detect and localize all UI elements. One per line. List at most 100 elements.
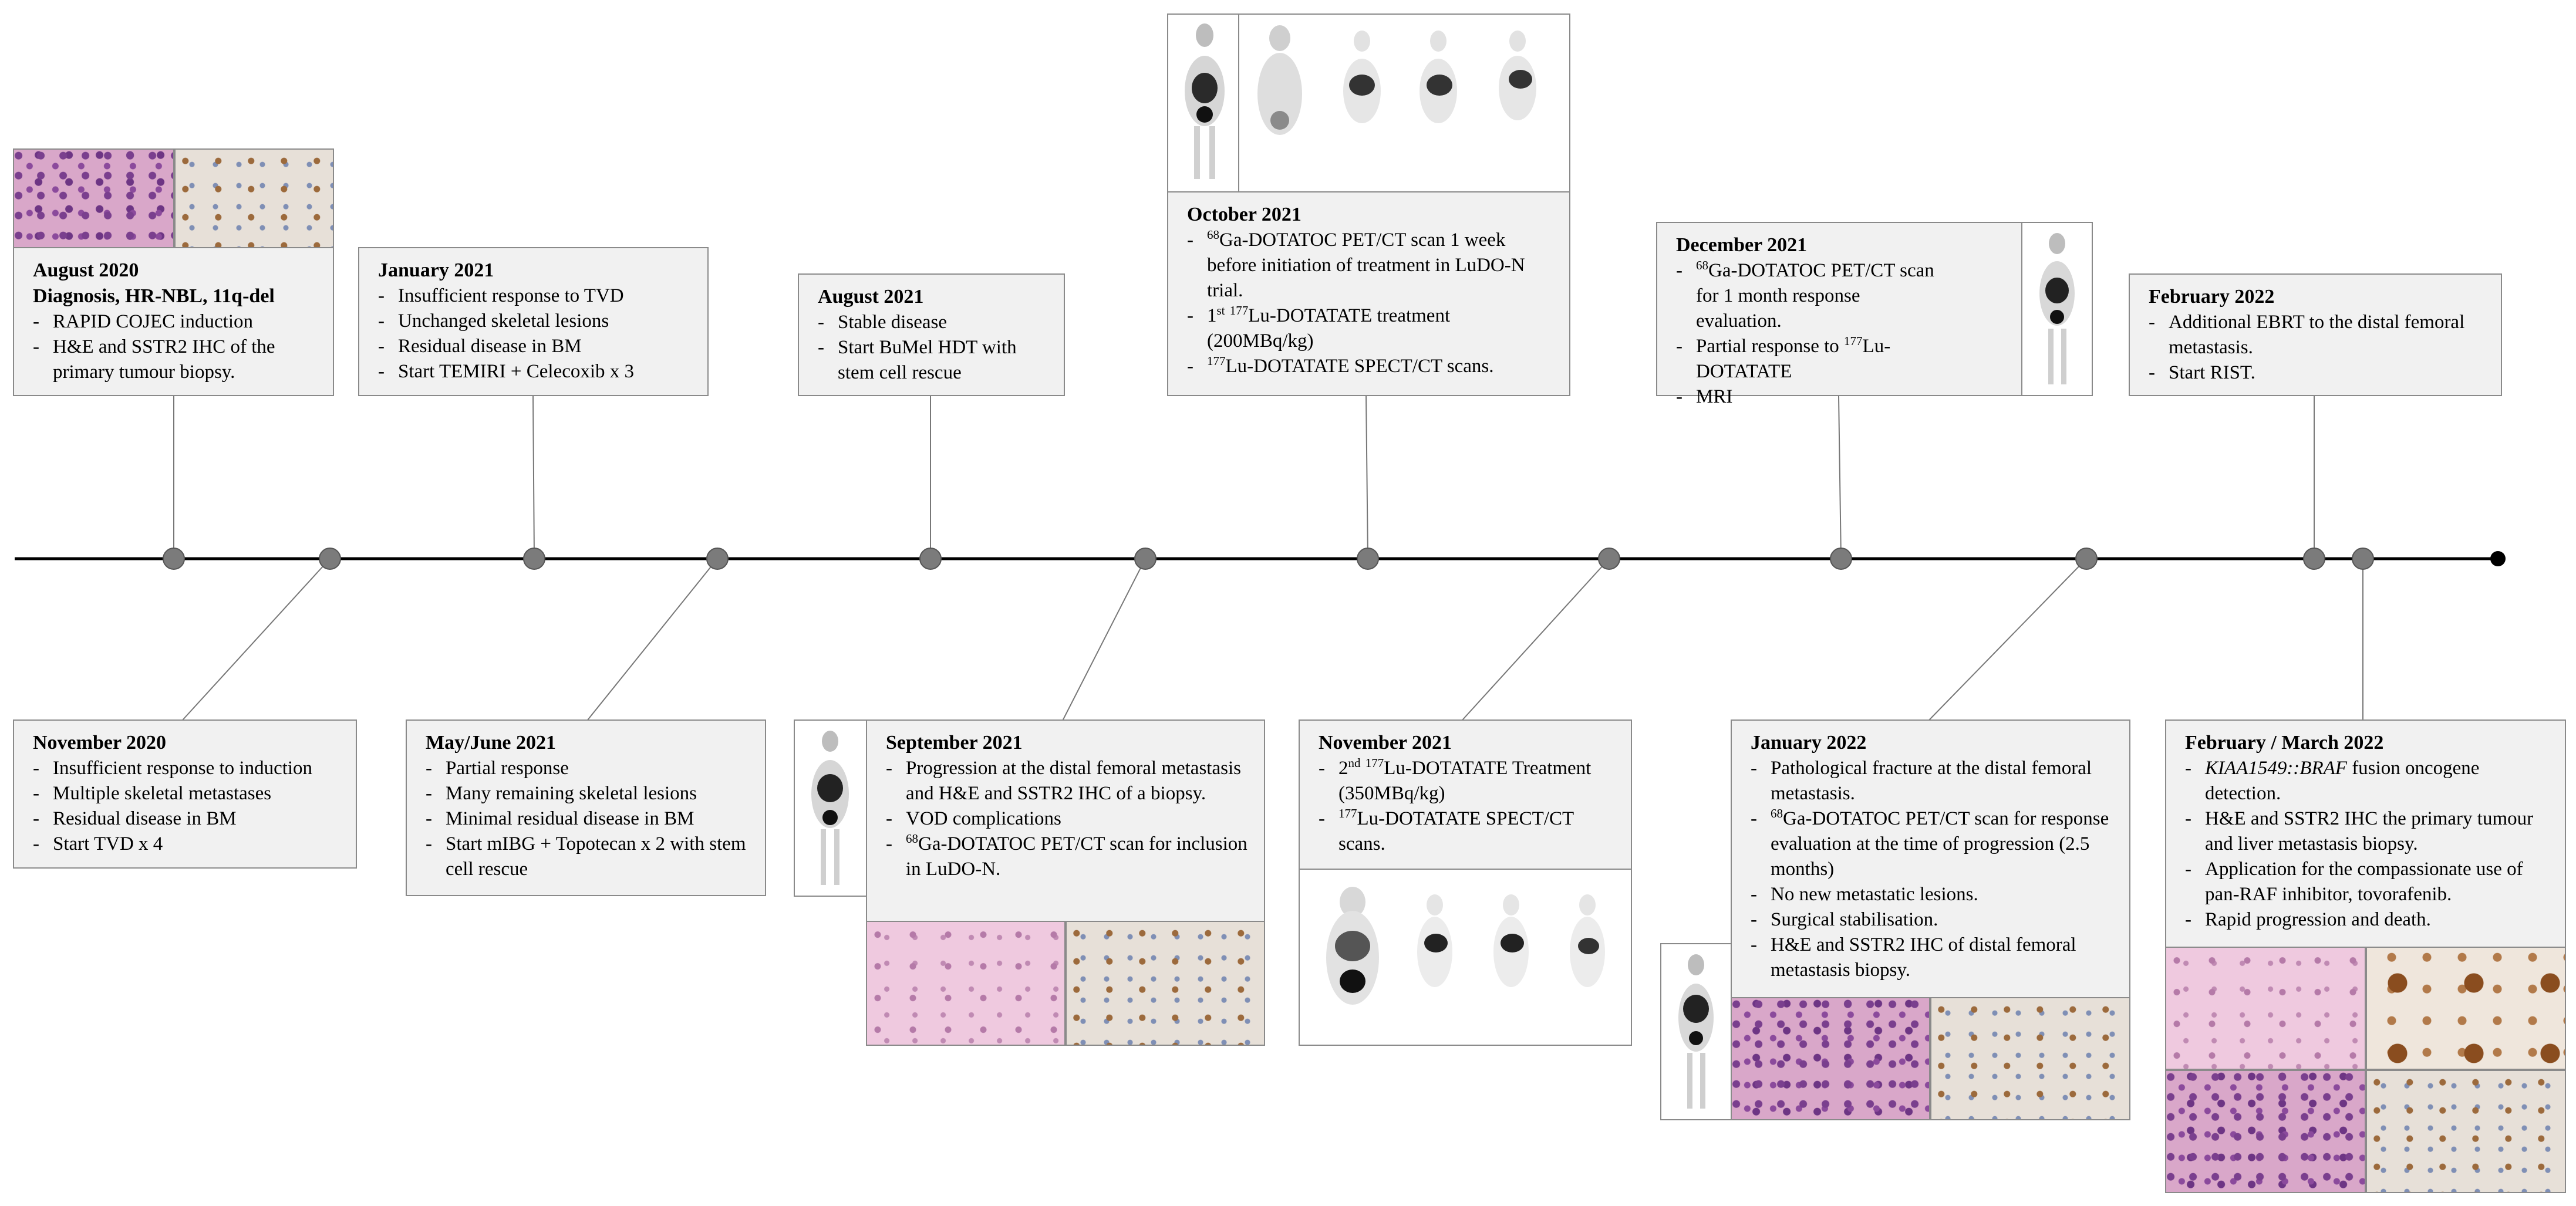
event-item: Residual disease in BM: [33, 806, 340, 832]
event-item-text: fusion oncogene detection.: [2205, 758, 2480, 804]
pet-scan-image: [1660, 943, 1732, 1120]
event-item: RAPID COJEC induction: [33, 309, 318, 335]
event-item: Many remaining skeletal lesions: [426, 781, 750, 806]
event-item-text: Lu-DOTATATE SPECT/CT scans.: [1338, 808, 1574, 854]
pet-scan-image: [2021, 222, 2093, 396]
event-item: Surgical stabilisation.: [1751, 907, 2114, 933]
isotope-sup: 68: [1771, 806, 1783, 820]
event-item-text: Ga-DOTATOC PET/CT scan for response eval…: [1771, 808, 2109, 880]
event-item: No new metastatic lesions.: [1751, 882, 2114, 907]
event-items: Partial response Many remaining skeletal…: [426, 756, 750, 882]
event-item: Start TVD x 4: [33, 832, 340, 857]
event-items: RAPID COJEC induction H&E and SSTR2 IHC …: [33, 309, 318, 385]
event-box-may2021: May/June 2021 Partial response Many rema…: [406, 719, 766, 896]
event-date: August 2020: [33, 259, 139, 281]
event-box-dec2021: December 2021 68Ga-DOTATOC PET/CT scan f…: [1656, 222, 2024, 410]
event-item: H&E and SSTR2 IHC of the primary tumour …: [33, 335, 318, 385]
pet-scan-image: [794, 719, 867, 897]
event-date: November 2021: [1319, 732, 1452, 754]
event-item: Application for the compassionate use of…: [2185, 857, 2550, 907]
event-item: Stable disease: [818, 310, 1048, 335]
timeline-node: [2075, 548, 2098, 570]
event-item-text: Lu-DOTATATE SPECT/CT scans.: [1225, 356, 1494, 377]
event-date: February 2022: [2149, 286, 2275, 308]
gene-fusion-name: KIAA1549::BRAF: [2205, 758, 2347, 779]
event-date: September 2021: [886, 732, 1023, 754]
ihc-stain-image: [1930, 997, 2130, 1120]
event-date: December 2021: [1676, 234, 1808, 256]
event-item: H&E and SSTR2 IHC of distal femoral meta…: [1751, 933, 2114, 983]
event-item: Partial response to 177Lu-DOTATATE: [1676, 334, 1946, 384]
ihc-stain-image: [2366, 1070, 2566, 1193]
isotope-sup: 177: [1338, 806, 1357, 820]
event-box-feb2022: February 2022 Additional EBRT to the dis…: [2129, 273, 2502, 396]
event-item: Unchanged skeletal lesions: [378, 309, 692, 334]
event-item-text: Partial response to: [1696, 336, 1845, 357]
event-item: 177Lu-DOTATATE SPECT/CT scans.: [1319, 806, 1616, 857]
scan-silhouette: [1678, 954, 1714, 1109]
event-box-nov2020: November 2020 Insufficient response to i…: [13, 719, 357, 869]
timeline-node: [706, 548, 729, 570]
event-item: 1st 177Lu-DOTATATE treatment (200MBq/kg): [1187, 303, 1554, 354]
timeline-node: [1134, 548, 1156, 570]
event-item-text: Ga-DOTATOC PET/CT scan for inclusion in …: [906, 833, 1247, 880]
scan-silhouette: [811, 731, 849, 885]
event-items: 2nd 177Lu-DOTATATE Treatment (350MBq/kg)…: [1319, 756, 1616, 857]
event-item: Residual disease in BM: [378, 334, 692, 359]
pet-scan-image: [1167, 13, 1570, 192]
event-box-sep2021: September 2021 Progression at the distal…: [866, 719, 1265, 922]
isotope-sup: 68: [906, 832, 918, 846]
event-item: 2nd 177Lu-DOTATATE Treatment (350MBq/kg): [1319, 756, 1616, 806]
event-item: VOD complications: [886, 806, 1249, 832]
event-box-nov2021: November 2021 2nd 177Lu-DOTATATE Treatme…: [1299, 719, 1632, 870]
he-stain-image: [2165, 947, 2366, 1070]
event-item: Start mIBG + Topotecan x 2 with stem cel…: [426, 832, 750, 882]
event-item: 68Ga-DOTATOC PET/CT scan for 1 month res…: [1676, 258, 1946, 334]
event-item: 68Ga-DOTATOC PET/CT scan for response ev…: [1751, 806, 2114, 882]
event-item: KIAA1549::BRAF fusion oncogene detection…: [2185, 756, 2550, 806]
he-stain-image: [2165, 1070, 2366, 1193]
event-item: H&E and SSTR2 IHC the primary tumour and…: [2185, 806, 2550, 857]
event-date: October 2021: [1187, 204, 1302, 225]
event-items: Progression at the distal femoral metast…: [886, 756, 1249, 882]
event-items: 68Ga-DOTATOC PET/CT scan 1 week before i…: [1187, 228, 1554, 379]
event-items: Pathological fracture at the distal femo…: [1751, 756, 2114, 983]
event-item: Rapid progression and death.: [2185, 907, 2550, 933]
isotope-sup: 177: [1365, 756, 1384, 770]
ihc-stain-image: [174, 148, 334, 248]
event-box-jan2021: January 2021 Insufficient response to TV…: [358, 247, 709, 396]
isotope-sup: 177: [1207, 354, 1226, 368]
event-item-text: 2: [1338, 758, 1348, 779]
event-date: November 2020: [33, 732, 166, 754]
timeline-end-marker: [2490, 551, 2506, 566]
timeline-node: [2303, 548, 2325, 570]
event-item: Multiple skeletal metastases: [33, 781, 340, 806]
event-item-text: Lu-DOTATATE Treatment (350MBq/kg): [1338, 758, 1592, 804]
event-box-jan2022: January 2022 Pathological fracture at th…: [1731, 719, 2130, 998]
event-date: August 2021: [818, 286, 924, 308]
timeline-node: [1357, 548, 1379, 570]
event-item: Start BuMel HDT with stem cell rescue: [818, 335, 1048, 386]
ordinal-sup: st: [1216, 303, 1225, 317]
event-item: Partial response: [426, 756, 750, 781]
event-date: February / March 2022: [2185, 732, 2384, 754]
event-item-text: 1: [1207, 305, 1217, 326]
event-item: 68Ga-DOTATOC PET/CT scan for inclusion i…: [886, 832, 1249, 882]
spect-scan-image: [1299, 869, 1632, 1046]
scan-silhouette: [2039, 233, 2075, 384]
timeline-node: [2352, 548, 2374, 570]
timeline-node: [1830, 548, 1852, 570]
he-stain-image: [1731, 997, 1930, 1120]
event-item-text: Lu-DOTATATE: [1696, 336, 1891, 382]
isotope-sup: 177: [1229, 303, 1249, 317]
event-item: 68Ga-DOTATOC PET/CT scan 1 week before i…: [1187, 228, 1554, 303]
isotope-sup: 177: [1844, 334, 1863, 348]
isotope-sup: 68: [1207, 228, 1219, 242]
event-item: Insufficient response to TVD: [378, 283, 692, 309]
event-items: Insufficient response to induction Multi…: [33, 756, 340, 857]
ihc-stain-image: [1066, 921, 1265, 1046]
event-item: 177Lu-DOTATATE SPECT/CT scans.: [1187, 354, 1554, 379]
event-item: Minimal residual disease in BM: [426, 806, 750, 832]
event-item-text: Ga-DOTATOC PET/CT scan 1 week before ini…: [1207, 229, 1525, 301]
